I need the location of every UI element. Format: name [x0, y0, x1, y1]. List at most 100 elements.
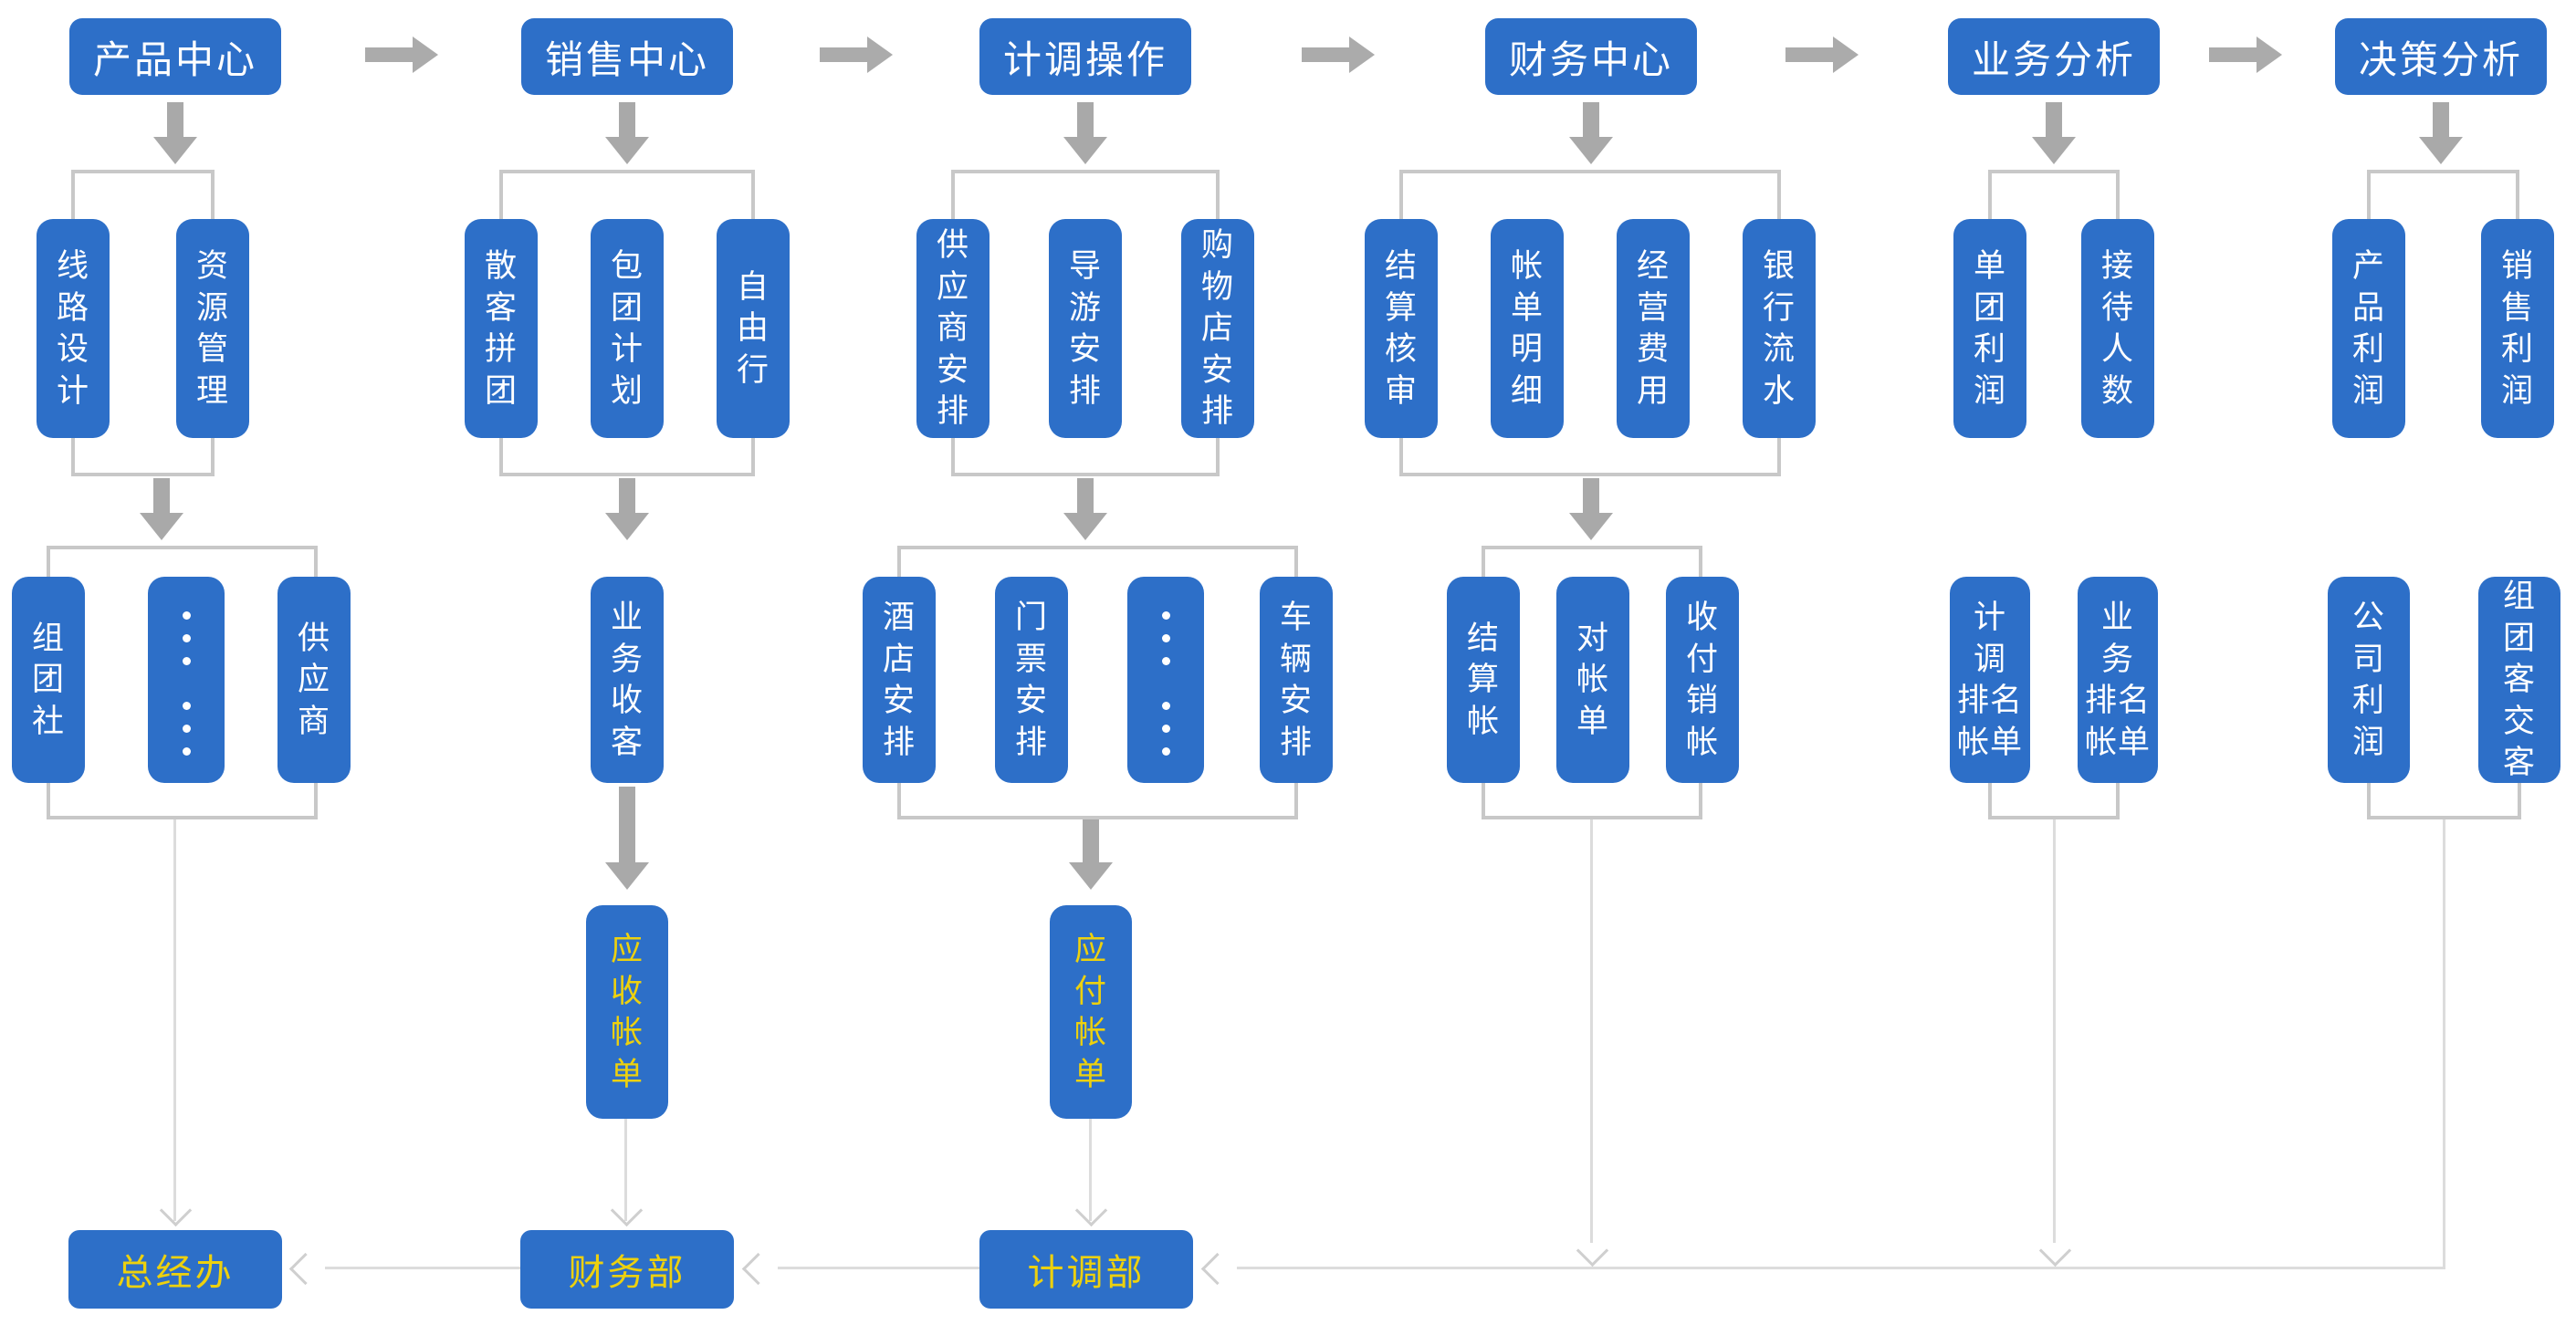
- connector-line: [2116, 170, 2120, 219]
- node-more-items: [148, 577, 225, 783]
- down-arrow-icon: [605, 787, 649, 890]
- connector-line: [1777, 438, 1781, 476]
- connector-line: [73, 170, 215, 173]
- down-arrowhead-icon: [1576, 1234, 1609, 1268]
- connector-line: [2367, 816, 2521, 819]
- connector-line: [314, 546, 318, 577]
- connector-line: [325, 1267, 520, 1269]
- connector-line: [499, 473, 755, 476]
- right-arrow-icon: [1785, 37, 1859, 73]
- connector-line: [47, 816, 318, 819]
- connector-line: [1699, 783, 1702, 819]
- node-fit-group: 散 客 拼 团: [465, 219, 538, 438]
- right-arrow-icon: [365, 37, 438, 73]
- node-hotel-arrangement: 酒 店 安 排: [863, 577, 936, 783]
- node-guide-arrangement: 导 游 安 排: [1049, 219, 1122, 438]
- connector-line: [47, 783, 50, 819]
- node-product-center: 产品中心: [69, 18, 281, 95]
- connector-line: [897, 783, 901, 819]
- connector-line: [1988, 816, 2120, 819]
- node-dispatch-operations: 计调操作: [979, 18, 1191, 95]
- node-free-travel: 自 由 行: [717, 219, 790, 438]
- down-arrow-icon: [605, 102, 649, 164]
- connector-line: [751, 170, 755, 219]
- down-arrow-icon: [1063, 478, 1107, 540]
- connector-line: [173, 819, 176, 1221]
- connector-line: [47, 546, 50, 577]
- connector-line: [1401, 170, 1781, 173]
- connector-line: [1990, 170, 2120, 173]
- node-more-items: [1127, 577, 1204, 783]
- connector-line: [2518, 783, 2521, 819]
- node-payment-writeoff: 收 付 销 帐: [1666, 577, 1739, 783]
- connector-line: [211, 438, 215, 476]
- connector-line: [1483, 546, 1702, 549]
- connector-line: [1399, 473, 1781, 476]
- node-bank-statement: 银 行 流 水: [1743, 219, 1816, 438]
- node-charter-plan: 包 团 计 划: [591, 219, 664, 438]
- connector-line: [48, 546, 318, 549]
- connector-line: [951, 473, 1220, 476]
- connector-line: [751, 438, 755, 476]
- connector-line: [1216, 170, 1220, 219]
- connector-line: [1988, 170, 1992, 219]
- connector-line: [951, 170, 955, 219]
- connector-line: [2367, 170, 2371, 219]
- node-sales-center: 销售中心: [521, 18, 733, 95]
- connector-line: [71, 473, 215, 476]
- down-arrow-icon: [1569, 102, 1613, 164]
- right-arrow-icon: [2209, 37, 2282, 73]
- node-dispatch-department: 计调部: [979, 1230, 1193, 1309]
- node-product-profit: 产 品 利 润: [2332, 219, 2405, 438]
- node-shop-arrangement: 购 物 店 安 排: [1181, 219, 1254, 438]
- connector-line: [1237, 1267, 2445, 1269]
- connector-line: [2369, 170, 2519, 173]
- node-group-customer-exchange: 组 团 客 交 客: [2478, 577, 2560, 783]
- connector-line: [1216, 438, 1220, 476]
- node-decision-analysis: 决策分析: [2335, 18, 2547, 95]
- left-arrowhead-icon: [741, 1252, 775, 1286]
- connector-line: [501, 170, 755, 173]
- connector-line: [1777, 170, 1781, 219]
- node-supplier: 供 应 商: [277, 577, 351, 783]
- connector-line: [1294, 546, 1298, 577]
- connector-line: [2053, 819, 2056, 1243]
- node-business-ranking-bill: 业 务 排名 帐单: [2078, 577, 2158, 783]
- connector-line: [2516, 170, 2519, 219]
- down-arrow-icon: [2032, 102, 2076, 164]
- connector-line: [624, 1119, 627, 1221]
- right-arrow-icon: [820, 37, 893, 73]
- connector-line: [1699, 546, 1702, 577]
- connector-line: [1399, 438, 1403, 476]
- connector-line: [1988, 783, 1992, 819]
- down-arrow-icon: [2419, 102, 2463, 164]
- connector-line: [1482, 546, 1485, 577]
- connector-line: [951, 438, 955, 476]
- node-bill-details: 帐 单 明 细: [1491, 219, 1564, 438]
- vertical-ellipsis-icon: [1127, 604, 1204, 763]
- node-sales-profit: 销 售 利 润: [2481, 219, 2554, 438]
- down-arrow-icon: [1063, 102, 1107, 164]
- node-single-tour-profit: 单 团 利 润: [1953, 219, 2026, 438]
- down-arrow-icon: [140, 478, 183, 540]
- node-business-analysis: 业务分析: [1948, 18, 2160, 95]
- node-ticket-arrangement: 门 票 安 排: [995, 577, 1068, 783]
- left-arrowhead-icon: [288, 1252, 322, 1286]
- node-settlement-account: 结 算 帐: [1447, 577, 1520, 783]
- connector-line: [1590, 819, 1593, 1243]
- right-arrow-icon: [1302, 37, 1375, 73]
- node-reconciliation-bill: 对 帐 单: [1556, 577, 1629, 783]
- node-resource-management: 资 源 管 理: [176, 219, 249, 438]
- down-arrow-icon: [1069, 819, 1113, 890]
- node-receivable-bill: 应 收 帐 单: [586, 905, 668, 1119]
- connector-line: [71, 170, 75, 219]
- node-operating-expenses: 经 营 费 用: [1617, 219, 1690, 438]
- down-arrowhead-icon: [159, 1194, 193, 1227]
- connector-line: [2443, 819, 2445, 1269]
- connector-line: [499, 438, 503, 476]
- connector-line: [778, 1267, 979, 1269]
- connector-line: [953, 170, 1220, 173]
- down-arrow-icon: [1569, 478, 1613, 540]
- node-tour-organizer: 组 团 社: [12, 577, 85, 783]
